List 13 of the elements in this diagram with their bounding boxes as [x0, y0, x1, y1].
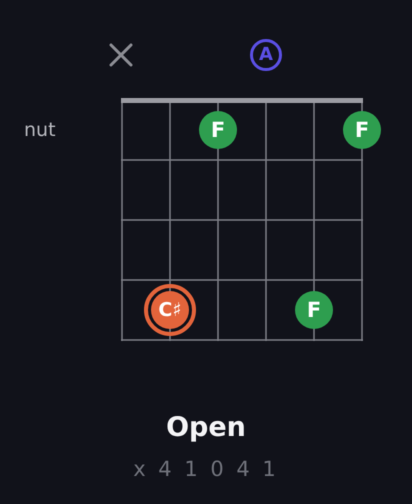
note-name: F	[354, 120, 370, 140]
root-note-marker	[144, 284, 196, 336]
note-name: F	[210, 120, 226, 140]
note-name: C♯	[158, 300, 182, 320]
note-marker	[199, 111, 237, 149]
nut-label: nut	[24, 119, 56, 141]
open-string-marker	[250, 39, 282, 71]
note-name: A	[259, 46, 273, 64]
note-name: F	[306, 300, 322, 320]
note-marker	[343, 111, 381, 149]
fret-numbers: x 4 1 0 4 1	[133, 457, 279, 481]
chord-name: Open	[166, 412, 246, 443]
note-marker	[295, 291, 333, 329]
